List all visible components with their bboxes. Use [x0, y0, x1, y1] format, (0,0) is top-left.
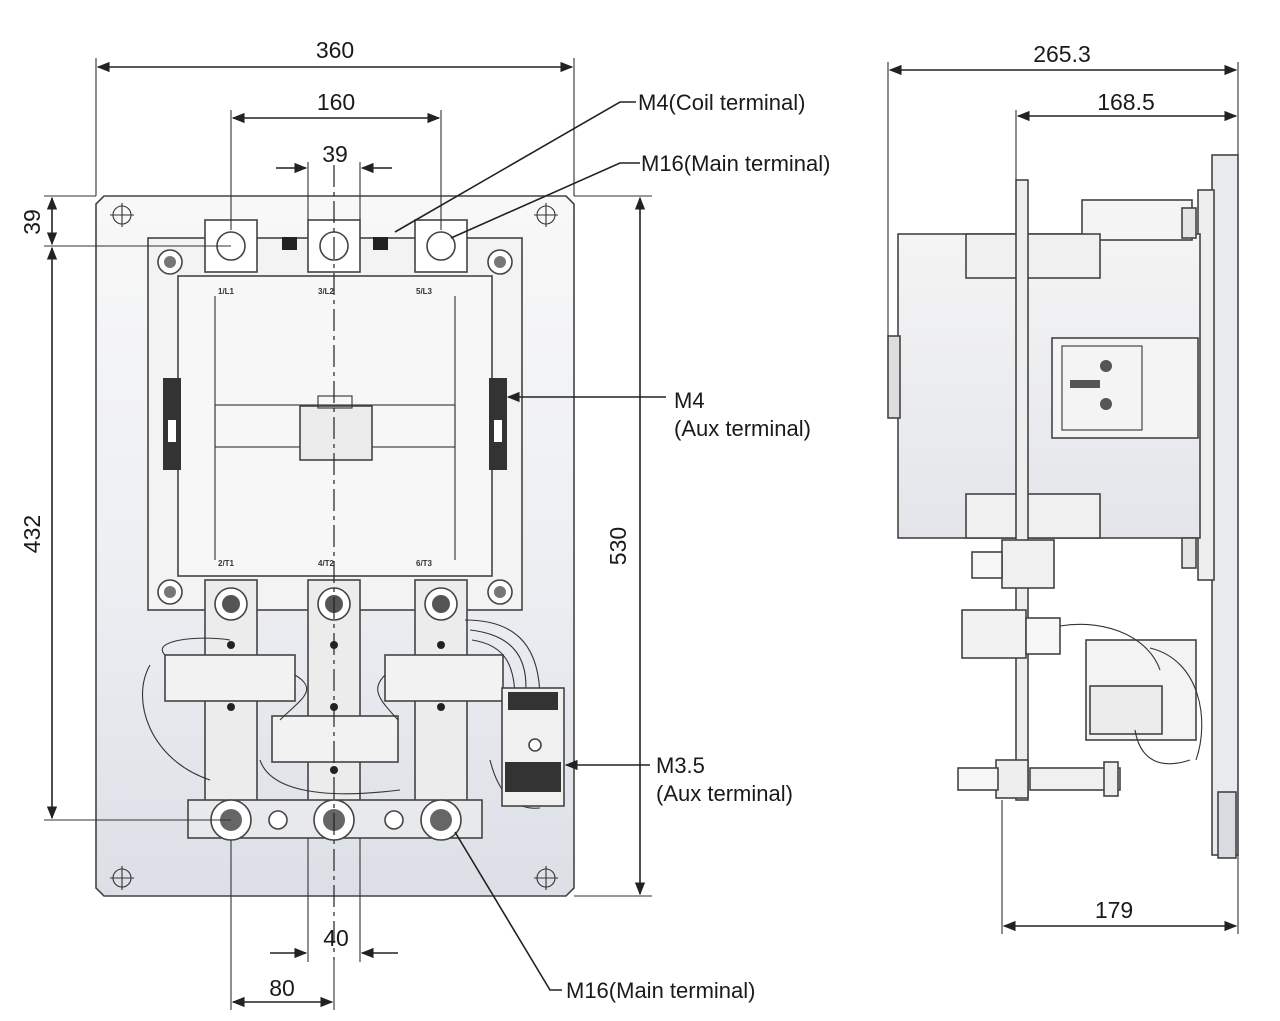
marking-6-t3: 6/T3: [416, 559, 433, 568]
dim-360: 360: [316, 37, 354, 63]
overload-relay: [501, 687, 565, 807]
callout-main-terminal-top: M16(Main terminal): [641, 151, 831, 176]
housing-screw-icon: [157, 249, 513, 605]
callout-coil-terminal: M4(Coil terminal): [638, 90, 805, 115]
marking-4-t2: 4/T2: [318, 559, 335, 568]
dim-160: 160: [317, 89, 355, 115]
load-side-busbars: [204, 579, 468, 826]
front-dimensions: 360 160 39 39 432 530 40 80: [19, 37, 652, 1010]
callouts: M4(Coil terminal) M16(Main terminal) M4 …: [394, 90, 831, 1003]
top-main-terminals: [204, 219, 468, 273]
side-terminal-block-bottom: [965, 493, 1101, 539]
dim-39-left: 39: [19, 209, 45, 235]
callout-aux-m35-title: M3.5: [656, 753, 705, 778]
control-wiring: [141, 619, 541, 809]
callout-aux-m35-subtitle: (Aux terminal): [656, 781, 793, 806]
dim-40: 40: [323, 925, 349, 951]
aux-contact-block-icon: [163, 378, 507, 470]
dim-39-top: 39: [322, 141, 348, 167]
side-wiring: [1059, 623, 1203, 765]
side-overload-relay: [1085, 639, 1197, 741]
callout-main-terminal-bottom: M16(Main terminal): [566, 978, 756, 1003]
side-dimensions: 265.3 168.5 179: [887, 41, 1239, 934]
side-mounting-plate: [1211, 154, 1239, 856]
dim-530: 530: [605, 527, 631, 565]
marking-1-l1: 1/L1: [218, 287, 235, 296]
coil-terminal-icon: [282, 237, 388, 250]
dim-168-5: 168.5: [1097, 89, 1155, 115]
side-busbar-fin: [1015, 179, 1029, 801]
marking-2-t1: 2/T1: [218, 559, 235, 568]
dim-179: 179: [1095, 897, 1133, 923]
mounting-hole-icon: [110, 203, 558, 890]
marking-3-l2: 3/L2: [318, 287, 335, 296]
dim-80: 80: [269, 975, 295, 1001]
current-transformer-icon: [164, 654, 504, 763]
dim-432: 432: [19, 515, 45, 553]
side-bolt-icon: [957, 539, 1121, 799]
side-aux-contact-icon: [1051, 337, 1199, 439]
side-terminal-block-top: [965, 233, 1101, 279]
callout-aux-m4-title: M4: [674, 388, 705, 413]
marking-5-l3: 5/L3: [416, 287, 433, 296]
side-view: [887, 154, 1239, 859]
operation-indicator: [299, 405, 373, 461]
front-view: 1/L1 3/L2 5/L3 2/T1 4/T2 6/T3: [95, 165, 575, 960]
dim-265-3: 265.3: [1033, 41, 1091, 67]
callout-aux-m4-subtitle: (Aux terminal): [674, 416, 811, 441]
